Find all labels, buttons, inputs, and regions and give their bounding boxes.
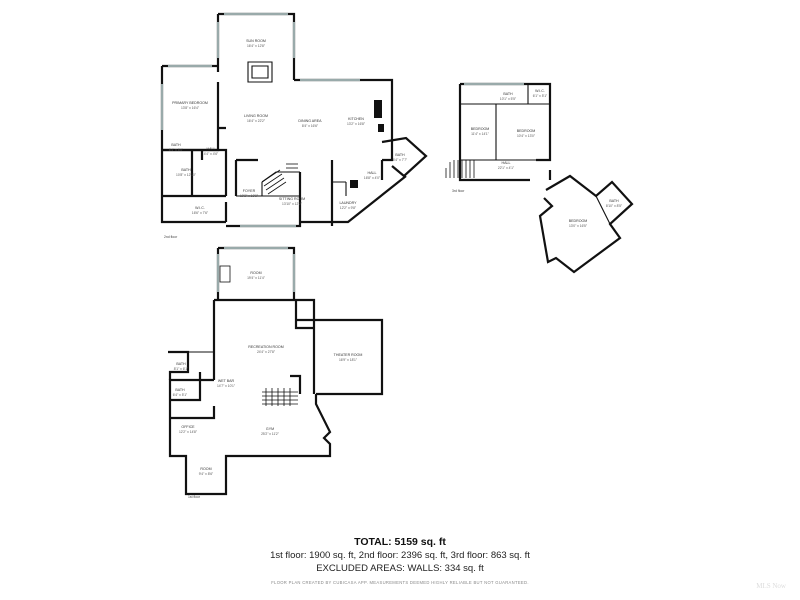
wall bbox=[226, 158, 407, 228]
room-dim: 10'4" x 13'0" bbox=[517, 134, 536, 138]
third-floor-plan: BATH 10'1" x 5'5" W.I.C. 6'1" x 5'1" BED… bbox=[445, 82, 634, 274]
room-name: W.I.C. bbox=[535, 89, 545, 93]
room-dim: 16'8" x 4'0" bbox=[364, 176, 381, 180]
floor-breakdown: 1st floor: 1900 sq. ft, 2nd floor: 2396 … bbox=[270, 550, 530, 561]
first-floor-plan: ROOM 19'4" x 11'4" RECREATION ROOM 24'4"… bbox=[168, 246, 384, 499]
room-name: DINING AREA bbox=[298, 119, 322, 123]
wall bbox=[160, 64, 394, 224]
room-dim: 8'1" x 6'1" bbox=[174, 367, 189, 371]
room-dim: 13'10" x 12'2" bbox=[282, 202, 303, 206]
room-dim: 12'2" x 14'8" bbox=[179, 430, 198, 434]
room-name: OFFICE bbox=[181, 425, 195, 429]
room-name: BATH bbox=[503, 92, 513, 96]
room-name: LAUNDRY bbox=[339, 201, 357, 205]
room-dim: 8'4" x 5'0" bbox=[169, 148, 184, 152]
room-name: W.I.C. bbox=[195, 206, 205, 210]
wall bbox=[212, 298, 384, 396]
room-name: BATH bbox=[175, 388, 185, 392]
room-name: BATH bbox=[181, 168, 191, 172]
floor-label: 1st floor bbox=[188, 495, 201, 499]
room-name: BATH bbox=[609, 199, 619, 203]
stairs bbox=[262, 388, 298, 406]
wall bbox=[168, 378, 332, 496]
room-dim: 9'4" x 8'6" bbox=[199, 472, 214, 476]
disclaimer: FLOOR PLAN CREATED BY CUBICASA APP. MEAS… bbox=[271, 580, 529, 585]
room-dim: 25'2" x 11'2" bbox=[261, 432, 280, 436]
room-dim: 8'4" x 16'6" bbox=[302, 124, 319, 128]
room-dim: 6'4" x 5'1" bbox=[173, 393, 188, 397]
room-name: FOYER bbox=[243, 189, 256, 193]
excluded-areas: EXCLUDED AREAS: WALLS: 334 sq. ft bbox=[316, 563, 484, 574]
room-dim: 4'4" x 4'6" bbox=[204, 152, 219, 156]
room-name: KITCHEN bbox=[348, 117, 364, 121]
room-name: GYM bbox=[266, 427, 274, 431]
room-dim: 6'4" x 7'7" bbox=[393, 158, 408, 162]
room-dim: 10'2" x 10'8" bbox=[240, 194, 259, 198]
floor-label: 2nd floor bbox=[164, 235, 178, 239]
floor-label: 3rd floor bbox=[452, 189, 465, 193]
total-area: TOTAL: 5159 sq. ft bbox=[354, 536, 446, 548]
room-name: BATH bbox=[395, 153, 405, 157]
room-name: SUN ROOM bbox=[246, 39, 266, 43]
room-dim: 16'6" x 7'6" bbox=[192, 211, 209, 215]
room-name: PRIMARY BEDROOM bbox=[172, 101, 208, 105]
room-dim: 16'4" x 22'2" bbox=[247, 119, 266, 123]
second-floor-plan: SUN ROOM 16'4" x 12'8" PRIMARY BEDROOM 1… bbox=[160, 12, 428, 239]
room-name: BATH bbox=[171, 143, 181, 147]
room-name: ROOM bbox=[200, 467, 211, 471]
room-dim: 19'4" x 11'4" bbox=[247, 276, 266, 280]
room-name: BEDROOM bbox=[517, 129, 536, 133]
room-dim: 13'0" x 16'5" bbox=[569, 224, 588, 228]
wall bbox=[381, 136, 428, 178]
room-name: HALL bbox=[502, 161, 511, 165]
room-dim: 11'4" x 14'1" bbox=[471, 132, 490, 136]
stairs bbox=[445, 160, 475, 178]
room-dim: 10'8" x 12'10" bbox=[176, 173, 197, 177]
room-name: LIVING ROOM bbox=[244, 114, 268, 118]
room-dim: 13'8" x 16'4" bbox=[181, 106, 200, 110]
room-dim: 10'1" x 5'5" bbox=[500, 97, 517, 101]
room-name: BATH bbox=[176, 362, 186, 366]
room-name: HALL bbox=[207, 147, 216, 151]
room-name: HALL bbox=[368, 171, 377, 175]
room-name: ROOM bbox=[250, 271, 261, 275]
room-name: BEDROOM bbox=[471, 127, 490, 131]
room-name: BEDROOM bbox=[569, 219, 588, 223]
room-dim: 12'2" x 9'8" bbox=[340, 206, 357, 210]
wall bbox=[162, 82, 384, 196]
room-dim: 6'1" x 5'1" bbox=[533, 94, 548, 98]
room-name: RECREATION ROOM bbox=[248, 345, 283, 349]
wall bbox=[168, 350, 302, 420]
room-dim: 24'4" x 27'8" bbox=[257, 350, 276, 354]
watermark-logo: MLS Now bbox=[756, 582, 786, 590]
room-dim: 8'10" x 8'5" bbox=[606, 204, 623, 208]
room-name: WET BAR bbox=[218, 379, 235, 383]
room-dim: 16'4" x 12'8" bbox=[247, 44, 266, 48]
stairs bbox=[261, 163, 298, 195]
room-name: SITTING ROOM bbox=[279, 197, 305, 201]
room-dim: 16'9" x 18'1" bbox=[339, 358, 358, 362]
room-dim: 22'1" x 4'1" bbox=[498, 166, 515, 170]
room-dim: 14'7" x 10'1" bbox=[217, 384, 236, 388]
room-dim: 13'2" x 16'8" bbox=[347, 122, 366, 126]
room-name: THEATER ROOM bbox=[334, 353, 363, 357]
